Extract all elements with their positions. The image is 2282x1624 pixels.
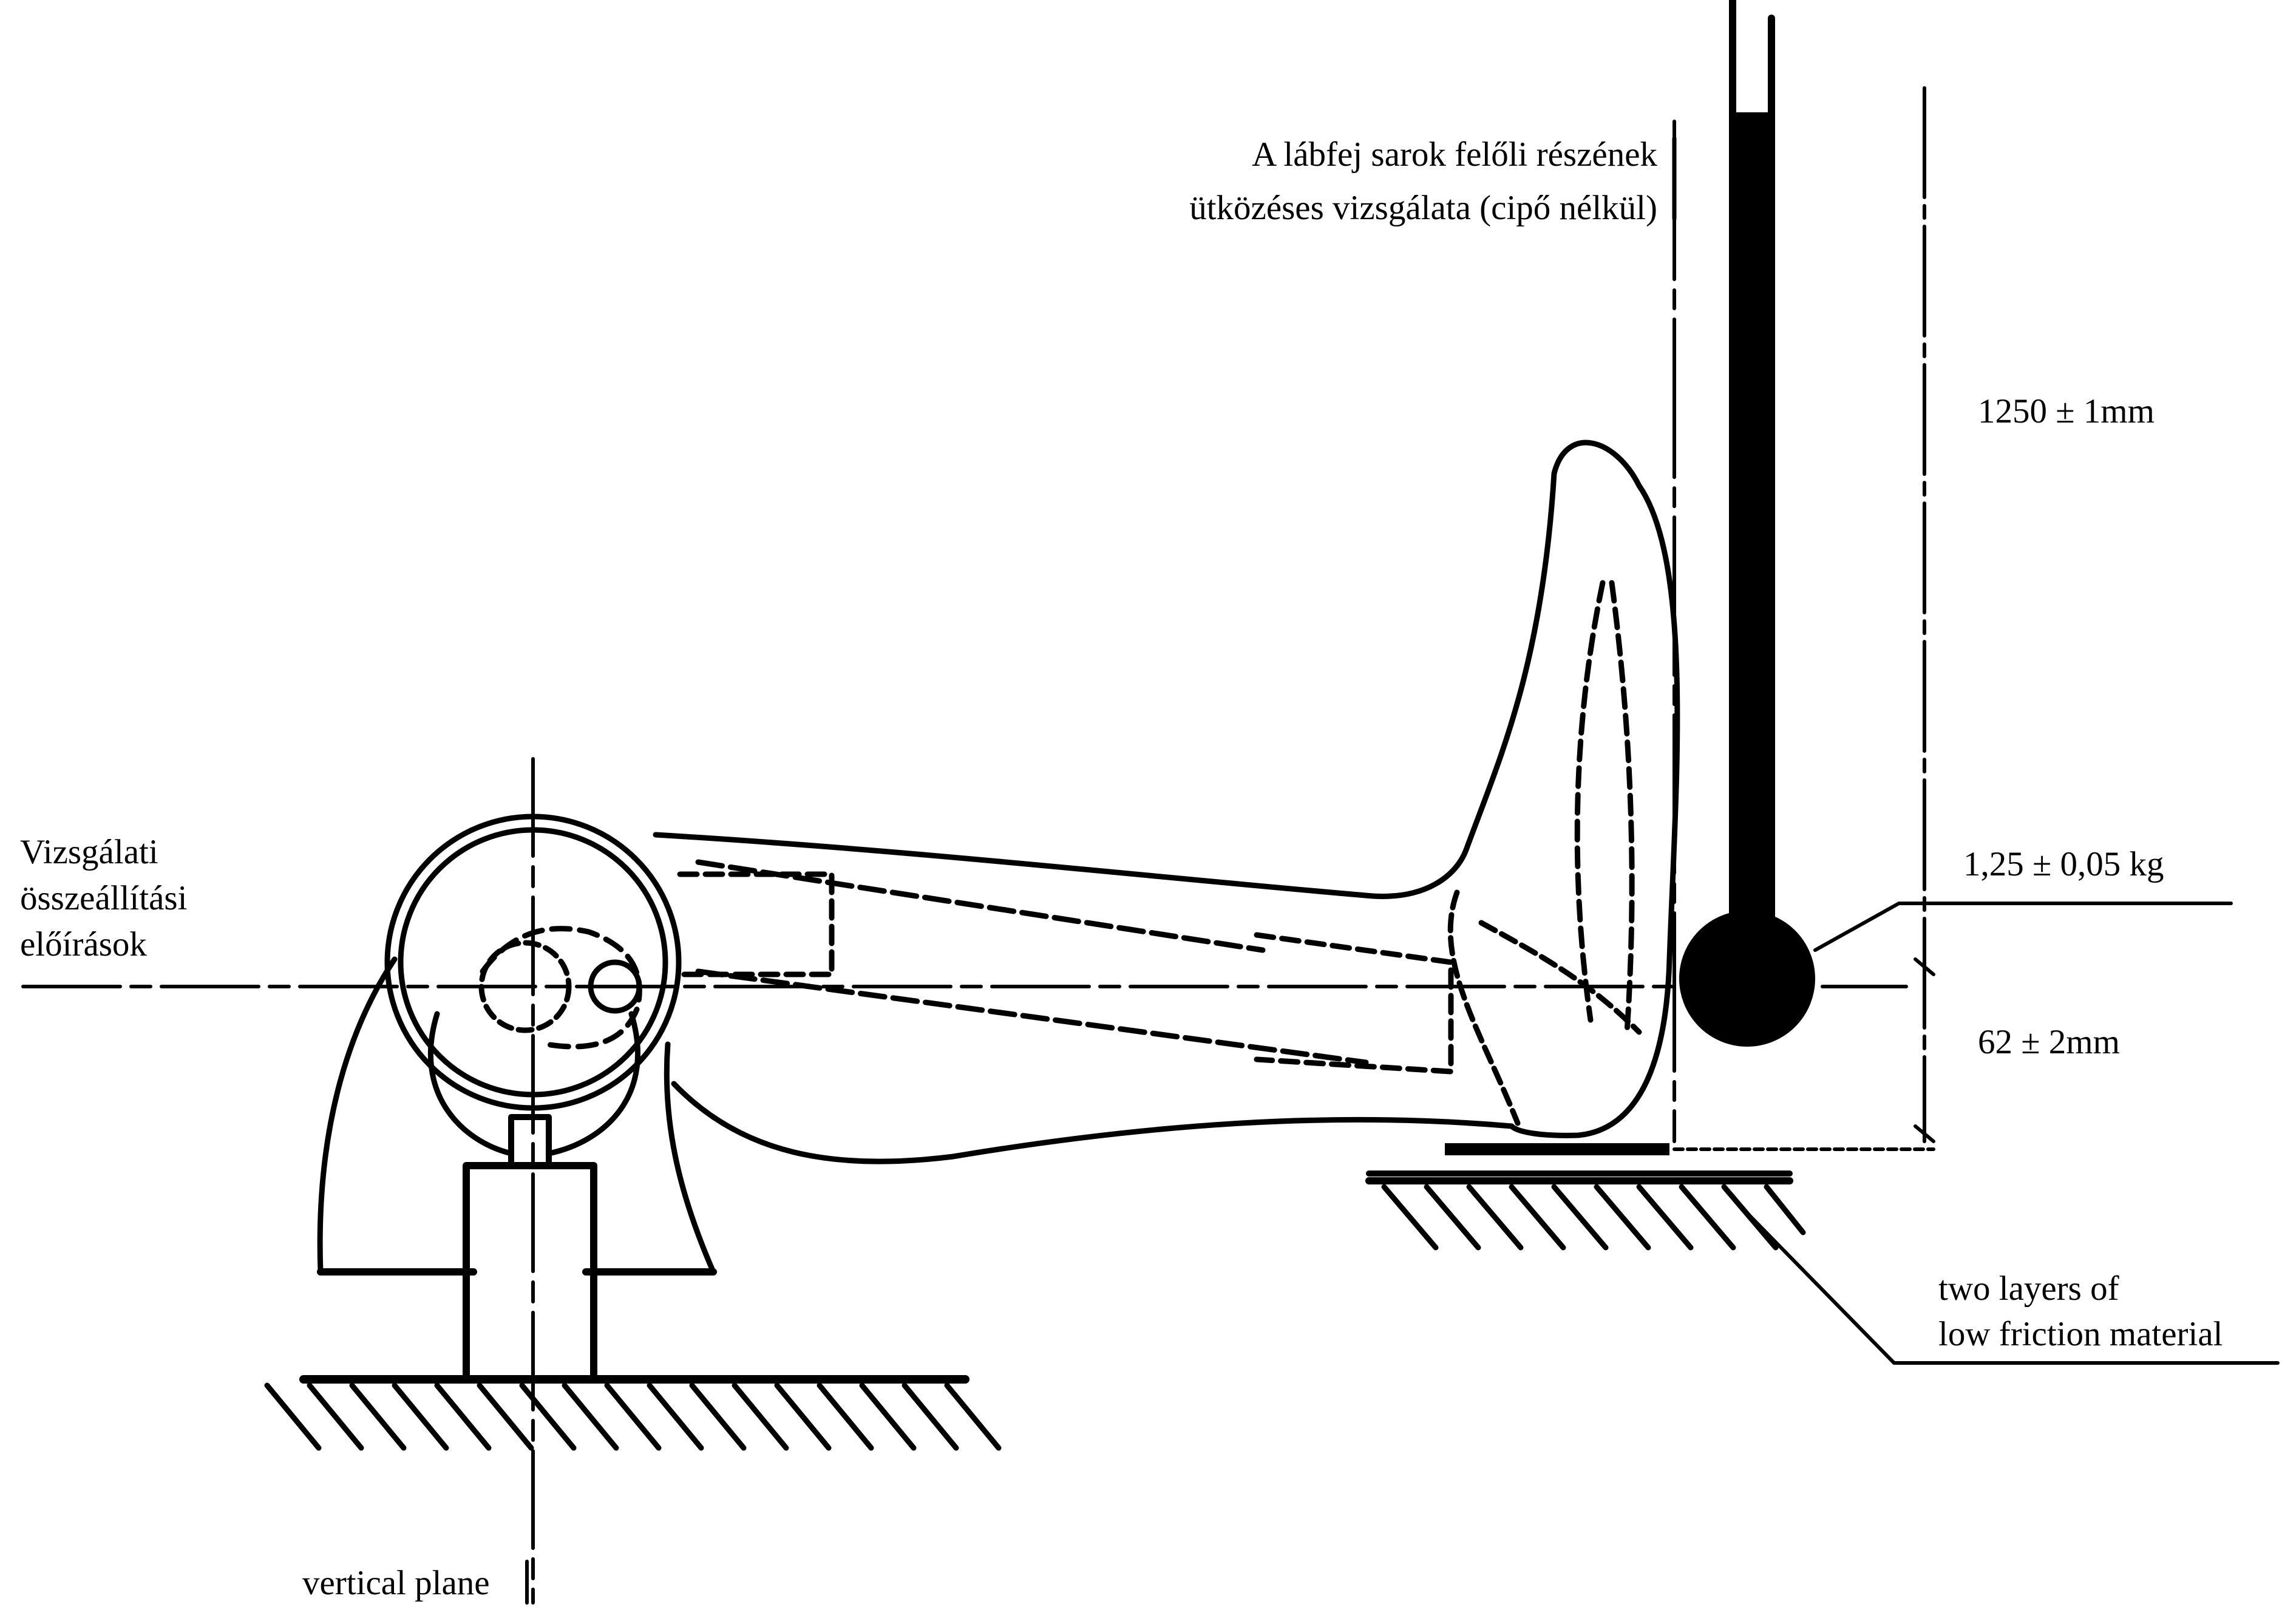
dimension-lines <box>1672 86 1935 1151</box>
setup-label-line-3: előírások <box>20 925 147 963</box>
title-line-1: A lábfej sarok felőli részének <box>1252 135 1657 174</box>
impactor <box>1679 0 2233 1047</box>
mass-label: 1,25 ± 0,05 kg <box>1963 845 2164 883</box>
right-ground-hatch <box>1365 1177 1806 1251</box>
setup-label-line-2: összeállítási <box>20 879 188 917</box>
friction-label-line-1: two layers of <box>1938 1269 2119 1308</box>
friction-plate <box>1366 1143 1793 1177</box>
shin <box>653 832 1515 1164</box>
foot <box>1447 440 1680 1138</box>
friction-label-line-2: low friction material <box>1938 1315 2223 1353</box>
drop-height-label: 1250 ± 1mm <box>1978 392 2155 430</box>
title-line-2: ütközéses vizsgálata (cipő nélkül) <box>1189 189 1657 227</box>
setup-label-line-1: Vizsgálati <box>20 833 158 871</box>
pedestal-column <box>463 1114 597 1383</box>
knee-clamp-housing <box>317 814 717 1276</box>
vertical-plane-label: vertical plane <box>302 1564 490 1602</box>
left-ground-hatch <box>264 1375 1002 1451</box>
impact-height-label: 62 ± 2mm <box>1978 1023 2120 1061</box>
friction-leader <box>1740 1206 2280 1365</box>
